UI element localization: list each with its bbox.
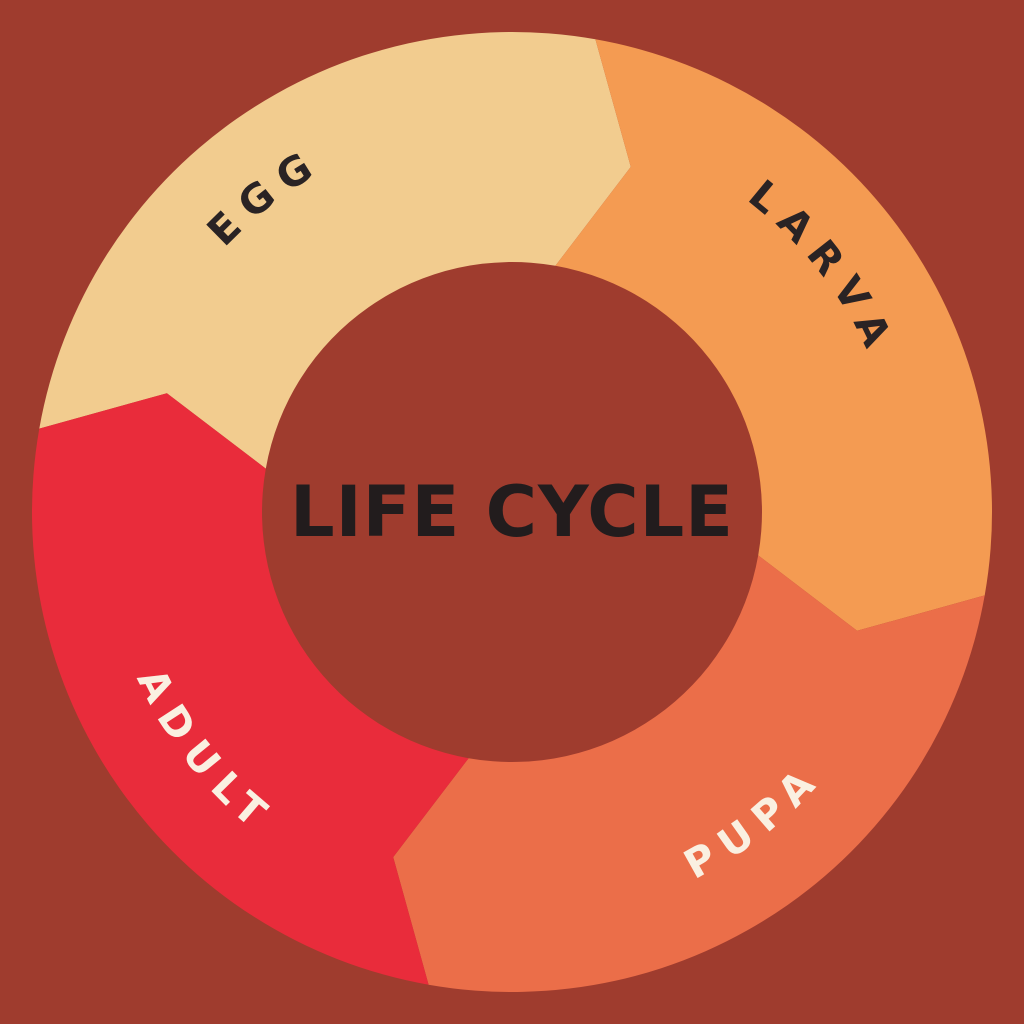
- stage-segment-larva: [555, 39, 993, 631]
- stage-segment-adult: [31, 393, 469, 985]
- stage-segment-egg: [39, 31, 631, 469]
- stage-segments: [31, 31, 993, 993]
- stage-segment-pupa: [393, 555, 985, 993]
- diagram-title: LIFE CYCLE: [290, 471, 734, 553]
